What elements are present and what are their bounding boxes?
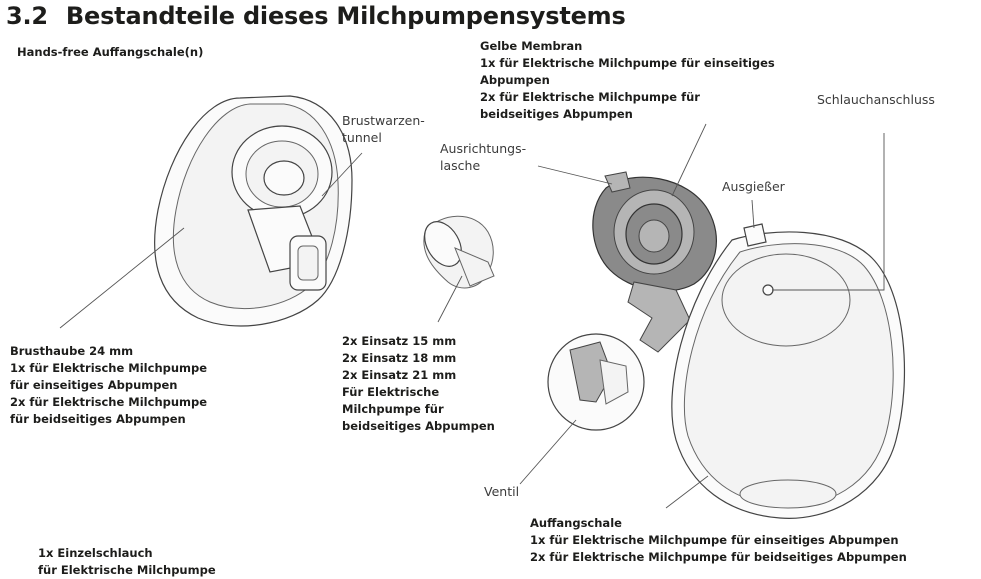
label-membrane: Gelbe Membran 1x für Elektrische Milchpu… — [480, 38, 775, 123]
label-hands-free-cup: Hands-free Auffangschale(n) — [17, 44, 203, 61]
label-breast-shield: Brusthaube 24 mm 1x für Elektrische Milc… — [10, 343, 207, 428]
label-alignment-tab: Ausrichtungs- lasche — [440, 140, 526, 174]
label-valve: Ventil — [484, 483, 519, 500]
label-inserts: 2x Einsatz 15 mm 2x Einsatz 18 mm 2x Ein… — [342, 333, 495, 435]
label-tube-connector: Schlauchanschluss — [817, 91, 935, 108]
label-spout: Ausgießer — [722, 178, 785, 195]
label-collection-cup: Auffangschale 1x für Elektrische Milchpu… — [530, 515, 907, 566]
leader-line — [666, 476, 708, 508]
hands-free-cup-drawing — [155, 96, 352, 326]
valve-detail-drawing — [548, 334, 644, 430]
insert-drawing — [417, 215, 494, 288]
label-nipple-tunnel: Brustwarzen- tunnel — [342, 112, 425, 146]
leader-line — [538, 166, 612, 184]
leader-line — [752, 200, 754, 228]
leader-line — [672, 124, 706, 196]
leader-line — [520, 420, 576, 484]
